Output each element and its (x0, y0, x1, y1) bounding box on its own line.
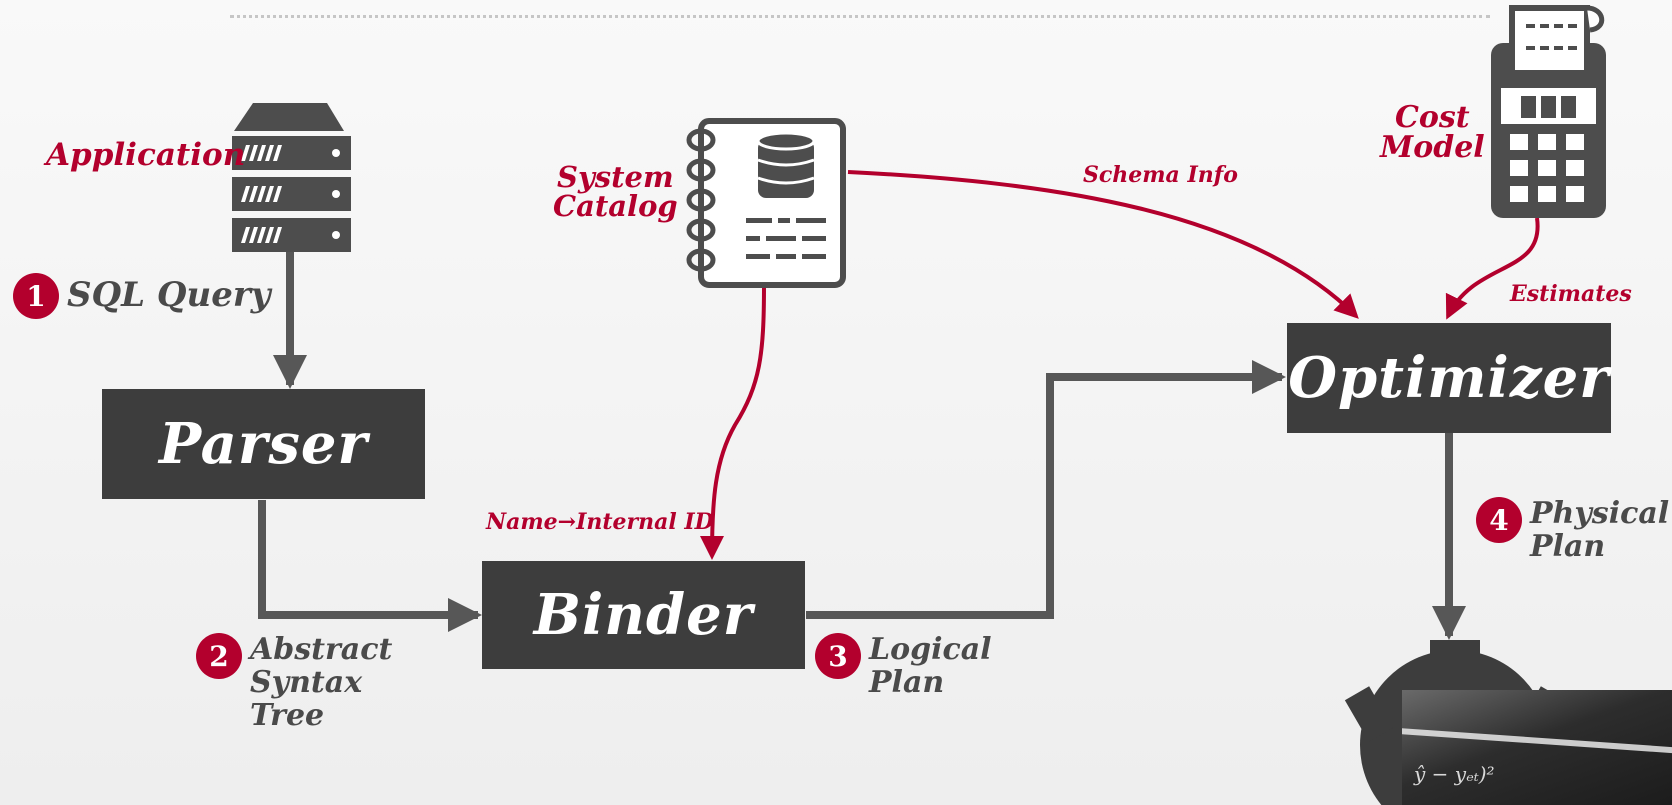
cost-model-label: Cost Model (1380, 100, 1485, 165)
step-4: 4 Physical Plan (1476, 497, 1669, 563)
step-number-badge: 2 (196, 633, 242, 679)
application-label: Application (46, 137, 246, 173)
arrow-name-internal-id (700, 284, 766, 560)
server-icon (232, 103, 351, 252)
step-2: 2 Abstract Syntax Tree (196, 633, 392, 732)
catalog-notebook-icon (686, 118, 846, 288)
calculator-icon (1491, 5, 1606, 218)
step-number-badge: 1 (13, 273, 59, 319)
arrow-estimates (1445, 217, 1540, 320)
step-label: SQL Query (67, 275, 271, 315)
arrow-parser-to-binder (258, 500, 482, 632)
system-catalog-label: System Catalog (553, 160, 678, 223)
name-internal-id-label: Name→Internal ID (486, 509, 714, 535)
step-1: 1 SQL Query (13, 273, 271, 319)
step-number-badge: 3 (815, 633, 861, 679)
schema-info-label: Schema Info (1083, 162, 1238, 188)
estimates-label: Estimates (1510, 281, 1632, 307)
step-3: 3 Logical Plan (815, 633, 992, 699)
step-label: Abstract Syntax Tree (250, 632, 393, 733)
parser-box: Parser (102, 389, 425, 499)
step-label: Physical Plan (1530, 496, 1670, 564)
arrow-binder-to-optimizer (806, 360, 1286, 619)
video-overlay: ŷ − yₑₜ)² (1402, 690, 1672, 805)
overlay-highlight (1402, 727, 1672, 755)
step-label: Logical Plan (869, 632, 992, 700)
step-number-badge: 4 (1476, 497, 1522, 543)
top-dotted-rule (230, 15, 1490, 18)
binder-box: Binder (482, 561, 805, 669)
overlay-chalk-text: ŷ − yₑₜ)² (1414, 762, 1495, 786)
optimizer-box: Optimizer (1287, 323, 1611, 433)
arrow-schema-info (847, 170, 1359, 319)
